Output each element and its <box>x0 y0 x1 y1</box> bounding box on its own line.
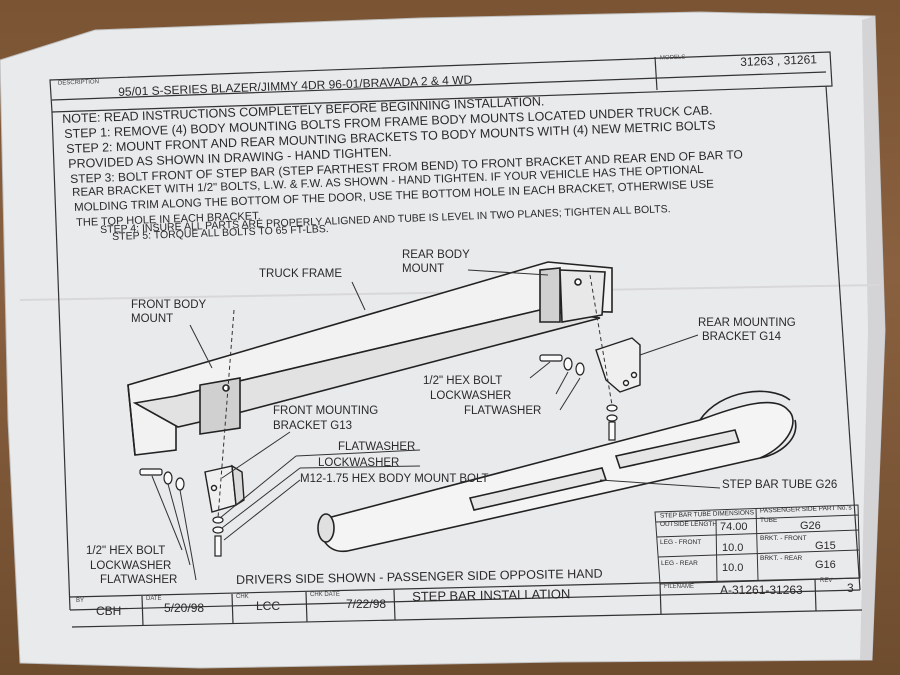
dimensions-table <box>654 504 861 585</box>
table-part-value: G16 <box>815 559 836 571</box>
table-row-label: OUTSIDE LENGTH <box>660 521 718 528</box>
table-row-value: 10.0 <box>722 542 744 554</box>
drawing-frame <box>51 85 861 611</box>
chk-date-label: CHK DATE <box>310 592 340 598</box>
chk-label: CHK <box>236 594 249 600</box>
step-bar-tube <box>317 390 797 553</box>
label-rear-mounting-bracket: REAR MOUNTING <box>698 317 796 329</box>
label-front-mounting-bracket: BRACKET G13 <box>273 420 353 432</box>
paper-shadow <box>860 16 885 660</box>
label-flatwasher: FLATWASHER <box>338 441 416 453</box>
hardware <box>139 354 618 557</box>
models-label: MODELS <box>659 54 686 62</box>
front-mounting-bracket <box>204 464 245 513</box>
chk-value: LCC <box>256 599 281 613</box>
date-value: 5/20/98 <box>164 601 205 615</box>
chk-date-value: 7/22/98 <box>346 597 387 611</box>
title-block <box>69 577 863 628</box>
table-part-label: TUBE <box>760 517 778 524</box>
label-front-body-mount: MOUNT <box>131 313 174 325</box>
label-lockwasher: LOCKWASHER <box>318 457 400 469</box>
label-body-mount-bolt: M12-1.75 HEX BODY MOUNT BOLT <box>300 473 489 485</box>
rev-label: REV <box>820 578 833 584</box>
table-part-label: BRKT. - REAR <box>760 555 803 562</box>
rear-mounting-bracket <box>595 337 641 393</box>
label-front-mounting-bracket: FRONT MOUNTING <box>273 405 379 417</box>
label-rear-mounting-bracket: BRACKET G14 <box>702 331 782 343</box>
label-rear-body-mount: MOUNT <box>402 263 445 275</box>
filename-value: A-31261-31263 <box>720 583 803 597</box>
table-row-label: LEG - REAR <box>661 560 698 567</box>
table-row-label: LEG - FRONT <box>660 539 702 546</box>
label-front-body-mount: FRONT BODY <box>131 299 207 311</box>
by-value: CBH <box>96 604 122 618</box>
header-box <box>49 51 833 113</box>
label-front-hex-bolt: 1/2" HEX BOLT <box>86 545 166 557</box>
label-rear-body-mount: REAR BODY <box>402 249 470 261</box>
table-row-value: 10.0 <box>722 562 744 574</box>
models-text: 31263 , 31261 <box>739 52 818 69</box>
table-part-value: G26 <box>800 520 821 532</box>
table-part-value: G15 <box>815 540 836 552</box>
by-label: BY <box>76 598 85 604</box>
date-label: DATE <box>146 596 162 602</box>
label-truck-frame: TRUCK FRAME <box>259 268 343 280</box>
label-rear-flatwasher: FLATWASHER <box>464 405 542 417</box>
filename-label: FILENAME <box>664 584 695 590</box>
table-row-value: 74.00 <box>720 521 748 533</box>
label-front-flatwasher: FLATWASHER <box>100 574 178 586</box>
rev-value: 3 <box>847 581 854 595</box>
label-rear-lockwasher: LOCKWASHER <box>430 390 512 402</box>
label-step-bar-tube: STEP BAR TUBE G26 <box>722 479 838 491</box>
table-part-label: BRKT. - FRONT <box>760 535 807 542</box>
truck-frame-drawing <box>127 261 613 456</box>
label-front-lockwasher: LOCKWASHER <box>90 560 172 572</box>
label-rear-hex-bolt: 1/2" HEX BOLT <box>423 375 503 387</box>
drawing-title: STEP BAR INSTALLATION <box>411 586 571 604</box>
